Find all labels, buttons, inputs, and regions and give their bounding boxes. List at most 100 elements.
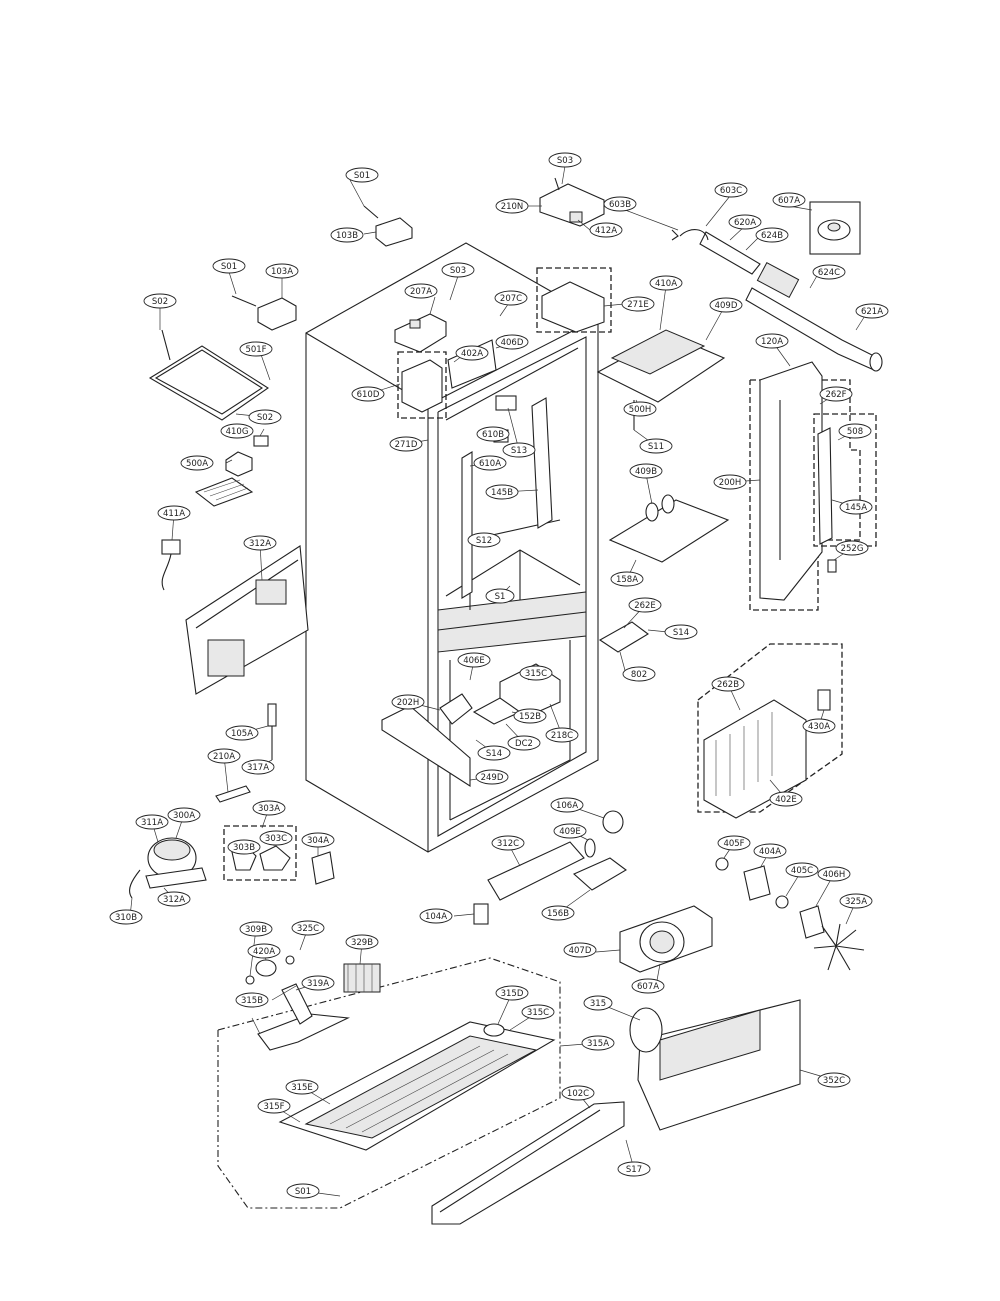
callout-106a: 106A (550, 797, 584, 813)
callout-105a: 105A (225, 725, 259, 741)
svg-text:405C: 405C (791, 866, 813, 876)
callout-s01: S01 (212, 258, 246, 274)
callout-610a: 610A (473, 455, 507, 471)
svg-text:300A: 300A (173, 811, 195, 821)
svg-text:315C: 315C (527, 1008, 549, 1018)
svg-text:310B: 310B (115, 913, 137, 923)
callout-200h: 200H (713, 474, 747, 490)
svg-text:S1: S1 (495, 592, 506, 602)
svg-text:603C: 603C (720, 186, 742, 196)
bracket-262b (598, 621, 649, 653)
svg-text:S03: S03 (450, 266, 466, 276)
relay-303c (259, 845, 291, 871)
callout-325c: 325C (291, 920, 325, 936)
callout-312c: 312C (491, 835, 525, 851)
callout-s17: S17 (617, 1161, 651, 1177)
damper-156b (572, 838, 627, 891)
fan-blade-325a (813, 923, 865, 971)
svg-text:202H: 202H (397, 698, 420, 708)
callout-329b: 329B (345, 934, 379, 950)
callout-207c: 207C (494, 290, 528, 306)
back-panel-312a (185, 545, 309, 695)
callout-210a: 210A (207, 748, 241, 764)
rail-145b (531, 397, 553, 529)
callout-s03: S03 (441, 262, 475, 278)
svg-text:402E: 402E (775, 795, 797, 805)
svg-text:610A: 610A (479, 459, 501, 469)
svg-text:262F: 262F (825, 390, 846, 400)
svg-text:325A: 325A (845, 897, 867, 907)
svg-text:DC2: DC2 (515, 739, 533, 749)
fitting-104a (473, 903, 489, 925)
power-cord-411a (161, 539, 181, 591)
callout-508: 508 (838, 423, 872, 439)
svg-text:S01: S01 (221, 262, 237, 272)
callout-304a: 304A (301, 832, 335, 848)
svg-text:105A: 105A (231, 729, 253, 739)
callout-252g: 252G (835, 540, 869, 556)
svg-text:303B: 303B (233, 843, 255, 853)
duct-box-120a (749, 379, 861, 611)
svg-text:607A: 607A (637, 982, 659, 992)
svg-text:S14: S14 (486, 749, 502, 759)
motor-406h (799, 905, 825, 939)
callout-500a: 500A (180, 455, 214, 471)
callout-145a: 145A (839, 499, 873, 515)
callout-s01: S01 (286, 1183, 320, 1199)
svg-text:409D: 409D (715, 301, 738, 311)
bracket-503 (539, 177, 605, 227)
svg-text:252G: 252G (841, 544, 864, 554)
svg-text:315C: 315C (525, 669, 547, 679)
drain-hose-317a (215, 703, 277, 803)
svg-text:304A: 304A (307, 836, 329, 846)
callout-s01: S01 (345, 167, 379, 183)
svg-text:207C: 207C (500, 294, 522, 304)
svg-text:624B: 624B (761, 231, 783, 241)
callout-262f: 262F (819, 386, 853, 402)
callout-402a: 402A (455, 345, 489, 361)
svg-text:407D: 407D (569, 946, 592, 956)
svg-text:315D: 315D (501, 989, 524, 999)
hinge-part-610d (401, 359, 443, 413)
heater-145a (817, 427, 833, 545)
svg-text:315E: 315E (291, 1083, 313, 1093)
svg-text:S01: S01 (354, 171, 370, 181)
callout-271d: 271D (389, 436, 423, 452)
duct-312c (487, 841, 585, 901)
svg-text:303C: 303C (265, 834, 287, 844)
svg-text:S02: S02 (257, 413, 273, 423)
callout-315b: 315B (235, 992, 269, 1008)
callout-303a: 303A (252, 800, 286, 816)
callout-315: 315 (583, 995, 613, 1011)
svg-text:152B: 152B (519, 712, 541, 722)
svg-text:120A: 120A (761, 337, 783, 347)
svg-text:315B: 315B (241, 996, 263, 1006)
callout-603c: 603C (714, 182, 748, 198)
callout-s02: S02 (143, 293, 177, 309)
svg-text:158A: 158A (616, 575, 638, 585)
svg-text:145A: 145A (845, 503, 867, 513)
svg-text:106A: 106A (556, 801, 578, 811)
svg-text:500A: 500A (186, 459, 208, 469)
callout-103a: 103A (265, 263, 299, 279)
svg-text:312A: 312A (163, 895, 185, 905)
callout-802: 802 (622, 666, 656, 682)
callout-315c: 315C (521, 1004, 555, 1020)
callout-620a: 620A (728, 214, 762, 230)
svg-text:325C: 325C (297, 924, 319, 934)
callout-s11: S11 (639, 438, 673, 454)
svg-text:262B: 262B (717, 680, 739, 690)
base-rail-102c (431, 1101, 625, 1225)
callout-300a: 300A (167, 807, 201, 823)
svg-text:624C: 624C (818, 268, 840, 278)
callout-102c: 102C (561, 1085, 595, 1101)
callout-103b: 103B (330, 227, 364, 243)
callout-262e: 262E (628, 597, 662, 613)
callout-430a: 430A (802, 718, 836, 734)
svg-text:S17: S17 (626, 1165, 642, 1175)
control-box-500a (225, 451, 253, 477)
relay-box-303a (223, 825, 297, 881)
callout-603b: 603B (603, 196, 637, 212)
svg-text:102C: 102C (567, 1089, 589, 1099)
